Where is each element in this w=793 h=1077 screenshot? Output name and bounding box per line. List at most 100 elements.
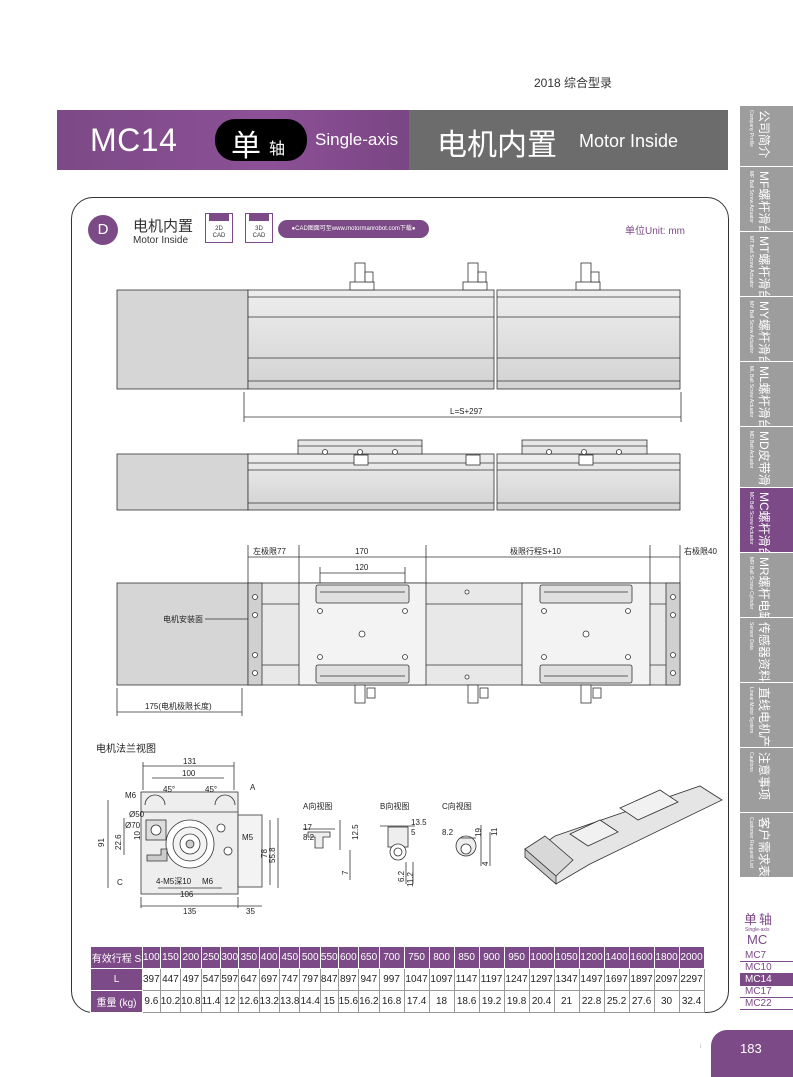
dim-c-4: 4	[481, 861, 490, 866]
sensor-bracket-1	[349, 262, 375, 291]
dim-22-6: 22.6	[114, 834, 123, 850]
dim-total-length: L=S+297	[450, 407, 483, 416]
spec-cell: 2000	[678, 946, 705, 969]
spec-cell: 1800	[653, 946, 680, 969]
cad-download-note[interactable]: ●CAD图面可至www.motormanrobot.com下载●	[278, 220, 429, 238]
motor-housing-top	[116, 289, 249, 390]
spec-cell: 597	[220, 968, 240, 991]
dim-motor-limit: 175(电机极限长度)	[145, 701, 212, 711]
spec-cell: 1000	[528, 946, 555, 969]
footer-dot: i	[700, 1044, 702, 1050]
spec-cell: 1400	[603, 946, 630, 969]
label-motor-mount: 电机安装面	[163, 614, 203, 624]
spec-cell: 950	[503, 946, 530, 969]
dim-100: 100	[182, 769, 196, 778]
spec-cell: 800	[428, 946, 455, 969]
dim-10: 10	[133, 831, 142, 840]
section-title-en: Motor Inside	[133, 235, 189, 246]
flange-view-title: 电机法兰视图	[96, 742, 156, 755]
dim-right-limit: 右极限40	[684, 546, 717, 556]
spec-cell: 1347	[553, 968, 580, 991]
dim-c-11: 11	[490, 827, 499, 836]
spec-cell: 10.8	[180, 990, 202, 1013]
spec-cell: 20.4	[528, 990, 555, 1013]
spec-cell: 1097	[428, 968, 455, 991]
spec-cell: 16.2	[358, 990, 380, 1013]
spec-cell: 1600	[628, 946, 655, 969]
label-m5-depth: 4-M5深10	[156, 877, 192, 886]
spec-cell: 14.4	[299, 990, 321, 1013]
spec-cell: 13.2	[258, 990, 280, 1013]
spec-cell: 1897	[628, 968, 655, 991]
label-view-a: A向视图	[303, 801, 332, 811]
pill-big-char: 单	[231, 130, 261, 163]
series-title-mc: MC	[747, 932, 768, 947]
spec-cell: 700	[378, 946, 405, 969]
rail-left-top	[247, 289, 495, 390]
series-model-mc10[interactable]: MC10	[740, 962, 793, 974]
series-model-mc7[interactable]: MC7	[740, 950, 793, 962]
dim-106: 106	[180, 890, 194, 899]
catalog-year: 2018 综合型录	[534, 76, 613, 90]
series-title-en: Single-axis	[745, 927, 770, 933]
series-model-mc22[interactable]: MC22	[740, 998, 793, 1010]
spec-cell: 947	[358, 968, 380, 991]
dim-a-8-2: 8.2	[303, 833, 315, 842]
spec-cell: 697	[258, 968, 280, 991]
spec-cell: 有效行程 S	[90, 946, 143, 969]
spec-cell: 1147	[453, 968, 480, 991]
spec-cell: 18	[428, 990, 455, 1013]
page-number-tab	[711, 1030, 793, 1077]
series-model-mc17[interactable]: MC17	[740, 986, 793, 998]
label-view-c-marker: C	[117, 878, 123, 887]
spec-cell: 重量 (kg)	[90, 990, 143, 1013]
spec-cell: 15.6	[337, 990, 360, 1013]
cad-2d-icon[interactable]: 2D CAD	[205, 213, 233, 243]
spec-cell: 900	[478, 946, 505, 969]
spec-cell: 11.4	[200, 990, 222, 1013]
spec-cell: 750	[403, 946, 430, 969]
series-model-mc14[interactable]: MC14	[740, 974, 793, 986]
page-number: 183	[740, 1041, 762, 1056]
title-band-purple: MC14 单 轴 Single-axis	[57, 110, 409, 170]
spec-cell: 13.8	[278, 990, 301, 1013]
spec-cell: 797	[299, 968, 321, 991]
spec-cell: 500	[299, 946, 321, 969]
spec-cell: 12	[220, 990, 240, 1013]
spec-cell: 25.2	[603, 990, 630, 1013]
spec-cell: 22.8	[578, 990, 605, 1013]
label-view-b: B向视图	[380, 801, 409, 811]
axis-english: Single-axis	[315, 130, 399, 149]
spec-cell: 397	[142, 968, 161, 991]
label-view-a-marker: A	[250, 783, 256, 792]
dim-35: 35	[246, 907, 255, 916]
cad-3d-icon[interactable]: 3D CAD	[245, 213, 273, 243]
spec-cell: 2097	[653, 968, 680, 991]
dim-carriage-width: 170	[355, 547, 369, 556]
spec-cell: 21	[553, 990, 580, 1013]
spec-cell: 497	[180, 968, 202, 991]
section-badge: D	[88, 215, 118, 245]
spec-cell: 350	[238, 946, 260, 969]
spec-cell: 250	[200, 946, 222, 969]
spec-cell: 550	[319, 946, 339, 969]
dim-limit-stroke: 极限行程S+10	[510, 546, 561, 556]
spec-cell: 9.6	[142, 990, 161, 1013]
dim-a-7: 7	[341, 870, 350, 875]
